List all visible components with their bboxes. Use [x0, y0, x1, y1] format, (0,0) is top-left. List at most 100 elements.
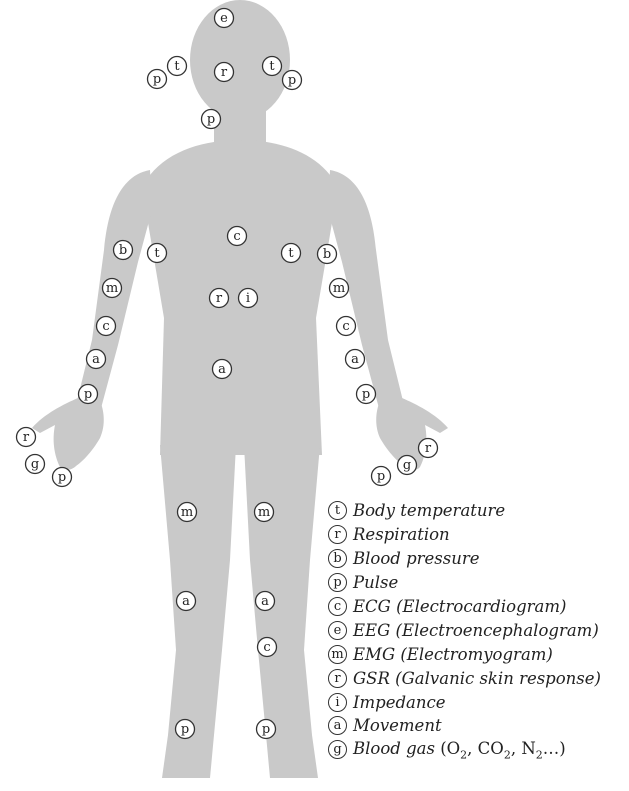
legend-gas-part: , N	[511, 739, 536, 758]
marker-letter: m	[258, 505, 270, 520]
marker-letter: c	[233, 229, 240, 244]
legend-label: Blood gas	[353, 739, 435, 758]
marker-chest-resp: r	[210, 289, 229, 308]
legend-letter: a	[328, 716, 347, 735]
marker-right-knee-movement: a	[256, 592, 275, 611]
legend-expansion: (Electromyogram)	[400, 645, 553, 664]
marker-chest-impedance: i	[239, 289, 258, 308]
legend-description: Blood gas (O2, CO2, N2…)	[353, 739, 566, 761]
legend-expansion: (Electroencephalogram)	[396, 621, 599, 640]
legend-description: ECG (Electrocardiogram)	[353, 597, 566, 616]
marker-letter: t	[174, 59, 180, 74]
legend-item-4: c ECG (Electrocardiogram)	[328, 595, 628, 619]
marker-right-arm-bp: b	[318, 245, 337, 264]
legend-description: GSR (Galvanic skin response)	[353, 669, 601, 688]
marker-letter: p	[377, 469, 385, 484]
marker-letter: a	[182, 594, 190, 609]
legend-label: Pulse	[353, 573, 398, 592]
marker-letter: p	[207, 112, 215, 127]
marker-head-left-temp: t	[168, 57, 187, 76]
marker-right-arm-ecg: c	[337, 317, 356, 336]
marker-letter: c	[342, 319, 349, 334]
legend-description: EMG (Electromyogram)	[353, 645, 553, 664]
marker-left-arm-bp: b	[114, 241, 133, 260]
legend-expansion: (Galvanic skin response)	[395, 669, 601, 688]
legend-letter: t	[328, 501, 347, 520]
marker-left-arm-ecg: c	[97, 317, 116, 336]
marker-letter: b	[119, 243, 127, 258]
legend-letter: c	[328, 597, 347, 616]
marker-letter: t	[269, 59, 275, 74]
marker-letter: c	[263, 640, 270, 655]
marker-letter: p	[58, 470, 66, 485]
marker-right-hand-gas: g	[398, 456, 417, 475]
marker-head-top: e	[215, 9, 234, 28]
marker-left-thigh-emg: m	[178, 503, 197, 522]
marker-left-armpit-temp: t	[148, 244, 167, 263]
legend-item-6: mEMG (Electromyogram)	[328, 642, 628, 666]
marker-right-hand-pulse: p	[372, 467, 391, 486]
legend-gas-part: 2	[504, 748, 511, 761]
legend-letter: b	[328, 549, 347, 568]
marker-letter: t	[154, 246, 160, 261]
marker-chest-ecg: c	[228, 227, 247, 246]
legend-item-7: rGSR (Galvanic skin response)	[328, 666, 628, 690]
legend-description: Impedance	[353, 693, 446, 712]
marker-head-center-resp: r	[215, 63, 234, 82]
marker-letter: m	[333, 281, 345, 296]
marker-letter: g	[403, 458, 411, 473]
marker-letter: a	[92, 352, 100, 367]
marker-left-hand-gsr: r	[17, 428, 36, 447]
marker-letter: e	[220, 11, 228, 26]
legend-item-8: i Impedance	[328, 690, 628, 714]
marker-letter: r	[216, 291, 223, 306]
marker-head-left-pulse: p	[148, 70, 167, 89]
marker-letter: a	[261, 594, 269, 609]
marker-left-wrist-pulse: p	[79, 385, 98, 404]
marker-head-right-temp: t	[263, 57, 282, 76]
legend-label: GSR	[353, 669, 390, 688]
marker-letter: t	[288, 246, 294, 261]
legend-label: ECG	[353, 597, 391, 616]
marker-left-arm-emg: m	[103, 279, 122, 298]
legend-label: Movement	[353, 716, 442, 735]
marker-right-armpit-temp: t	[282, 244, 301, 263]
marker-letter: p	[262, 722, 270, 737]
marker-right-hand-gsr: r	[419, 439, 438, 458]
marker-right-arm-movement: a	[346, 350, 365, 369]
marker-abdomen-movement: a	[213, 360, 232, 379]
legend-description: Pulse	[353, 573, 398, 592]
marker-neck-pulse: p	[202, 110, 221, 129]
marker-letter: a	[218, 362, 226, 377]
legend-description: Blood pressure	[353, 549, 480, 568]
marker-letter: i	[246, 291, 250, 306]
marker-letter: p	[84, 387, 92, 402]
legend-label: Impedance	[353, 693, 446, 712]
marker-letter: b	[323, 247, 331, 262]
marker-letter: r	[425, 441, 432, 456]
legend-letter: r	[328, 525, 347, 544]
legend-label: EEG	[353, 621, 390, 640]
marker-left-ankle-pulse: p	[176, 720, 195, 739]
marker-left-hand-gas: g	[26, 455, 45, 474]
marker-head-right-pulse: p	[283, 71, 302, 90]
legend-item-9: a Movement	[328, 714, 628, 738]
marker-right-ankle-pulse: p	[257, 720, 276, 739]
legend-gas-part: …)	[543, 739, 566, 758]
legend-letter: i	[328, 693, 347, 712]
marker-letter: p	[362, 387, 370, 402]
marker-letter: p	[153, 72, 161, 87]
legend-label: EMG	[353, 645, 395, 664]
marker-left-knee-movement: a	[177, 592, 196, 611]
marker-left-hand-pulse: p	[53, 468, 72, 487]
marker-letter: r	[23, 430, 30, 445]
marker-letter: c	[102, 319, 109, 334]
legend-label: Body temperature	[353, 501, 505, 520]
legend-expansion: (Electrocardiogram)	[396, 597, 566, 616]
marker-left-arm-movement: a	[87, 350, 106, 369]
